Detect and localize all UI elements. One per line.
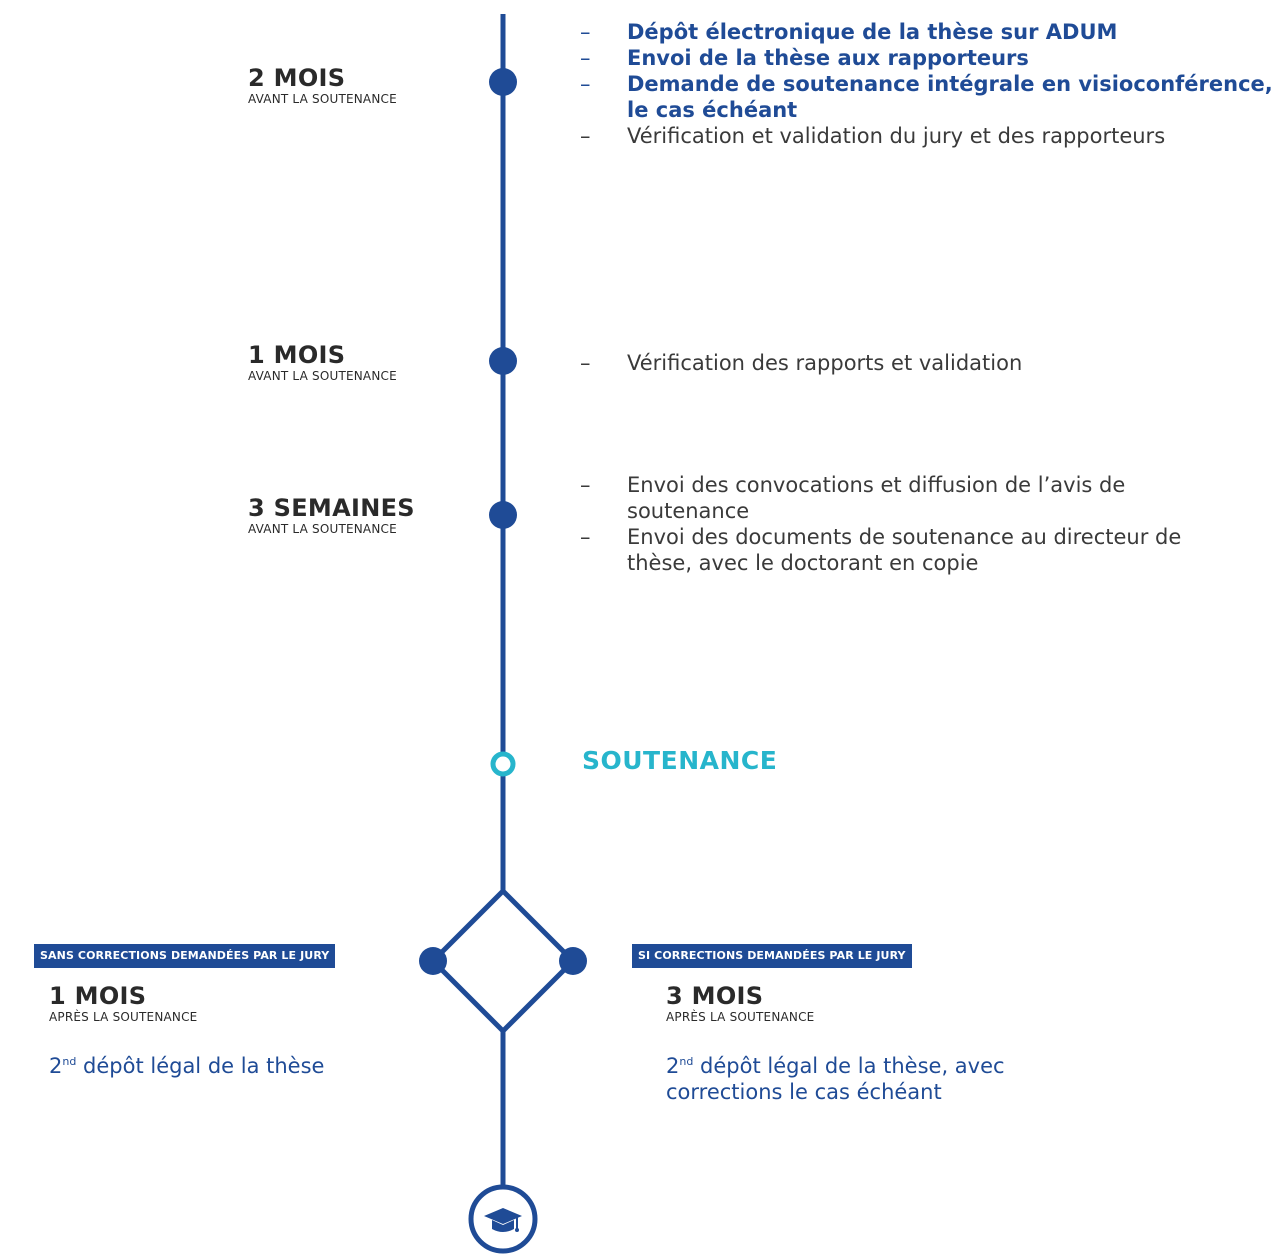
- deposit-ordinal-suffix: nd: [679, 1055, 694, 1068]
- branch-right-period: 3 MOIS APRÈS LA SOUTENANCE: [666, 982, 814, 1024]
- period-note: AVANT LA SOUTENANCE: [248, 92, 397, 106]
- graduation-cap-icon: [468, 1184, 538, 1254]
- deposit-text-left: 2nd dépôt légal de la thèse: [49, 1053, 409, 1079]
- task-text: Envoi des convocations et diffusion de l…: [627, 473, 1126, 523]
- deposit-label: dépôt légal de la thèse: [76, 1054, 325, 1078]
- dash-bullet: –: [580, 351, 591, 375]
- period-amount: 1 MOIS: [49, 982, 147, 1010]
- condition-tag-right: SI CORRECTIONS DEMANDÉES PAR LE JURY: [632, 944, 912, 968]
- dash-bullet: –: [580, 20, 591, 44]
- task-item: – Envoi de la thèse aux rapporteurs: [580, 45, 1280, 71]
- task-list-2-mois: – Dépôt électronique de la thèse sur ADU…: [580, 19, 1280, 149]
- branch-dot-left: [419, 947, 447, 975]
- task-item: – Envoi des convocations et diffusion de…: [580, 472, 1220, 524]
- decision-diamond: [429, 887, 577, 1035]
- task-text: Dépôt électronique de la thèse sur ADUM: [627, 20, 1118, 44]
- task-list-3-semaines: – Envoi des convocations et diffusion de…: [580, 472, 1220, 576]
- deposit-ordinal: 2: [49, 1054, 63, 1078]
- period-amount: 3 MOIS: [666, 982, 764, 1010]
- task-text: Demande de soutenance intégrale en visio…: [627, 72, 1273, 122]
- dash-bullet: –: [580, 72, 591, 96]
- dash-bullet: –: [580, 124, 591, 148]
- timeline-dot-1-mois: [489, 347, 517, 375]
- task-item: – Vérification et validation du jury et …: [580, 123, 1280, 149]
- task-item: – Vérification des rapports et validatio…: [580, 350, 1240, 376]
- timeline-dot-3-semaines: [489, 501, 517, 529]
- period-note: APRÈS LA SOUTENANCE: [666, 1010, 815, 1024]
- task-text: Envoi des documents de soutenance au dir…: [627, 525, 1182, 575]
- task-item: – Demande de soutenance intégrale en vis…: [580, 71, 1280, 123]
- deposit-text-right: 2nd dépôt légal de la thèse, avec correc…: [666, 1053, 1046, 1105]
- task-text: Envoi de la thèse aux rapporteurs: [627, 46, 1029, 70]
- deposit-label: dépôt légal de la thèse, avec correction…: [666, 1054, 1005, 1104]
- task-text: Vérification et validation du jury et de…: [627, 124, 1166, 148]
- deposit-ordinal-suffix: nd: [62, 1055, 77, 1068]
- branch-dot-right: [559, 947, 587, 975]
- task-item: – Dépôt électronique de la thèse sur ADU…: [580, 19, 1280, 45]
- period-amount: 3 SEMAINES: [248, 494, 415, 522]
- branch-left-period: 1 MOIS APRÈS LA SOUTENANCE: [49, 982, 197, 1024]
- condition-tag-left: SANS CORRECTIONS DEMANDÉES PAR LE JURY: [34, 944, 336, 968]
- step-1-mois: 1 MOIS AVANT LA SOUTENANCE: [248, 341, 397, 383]
- step-3-semaines: 3 SEMAINES AVANT LA SOUTENANCE: [248, 494, 415, 536]
- deposit-ordinal: 2: [666, 1054, 680, 1078]
- period-note: AVANT LA SOUTENANCE: [248, 369, 397, 383]
- milestone-ring: [490, 751, 516, 777]
- task-text: Vérification des rapports et validation: [627, 351, 1023, 375]
- step-2-mois: 2 MOIS AVANT LA SOUTENANCE: [248, 64, 397, 106]
- period-amount: 2 MOIS: [248, 64, 346, 92]
- timeline-dot-2-mois: [489, 68, 517, 96]
- period-note: APRÈS LA SOUTENANCE: [49, 1010, 198, 1024]
- dash-bullet: –: [580, 525, 591, 549]
- milestone-label: SOUTENANCE: [582, 746, 778, 775]
- dash-bullet: –: [580, 473, 591, 497]
- period-amount: 1 MOIS: [248, 341, 346, 369]
- dash-bullet: –: [580, 46, 591, 70]
- period-note: AVANT LA SOUTENANCE: [248, 522, 397, 536]
- task-list-1-mois: – Vérification des rapports et validatio…: [580, 350, 1240, 376]
- task-item: – Envoi des documents de soutenance au d…: [580, 524, 1220, 576]
